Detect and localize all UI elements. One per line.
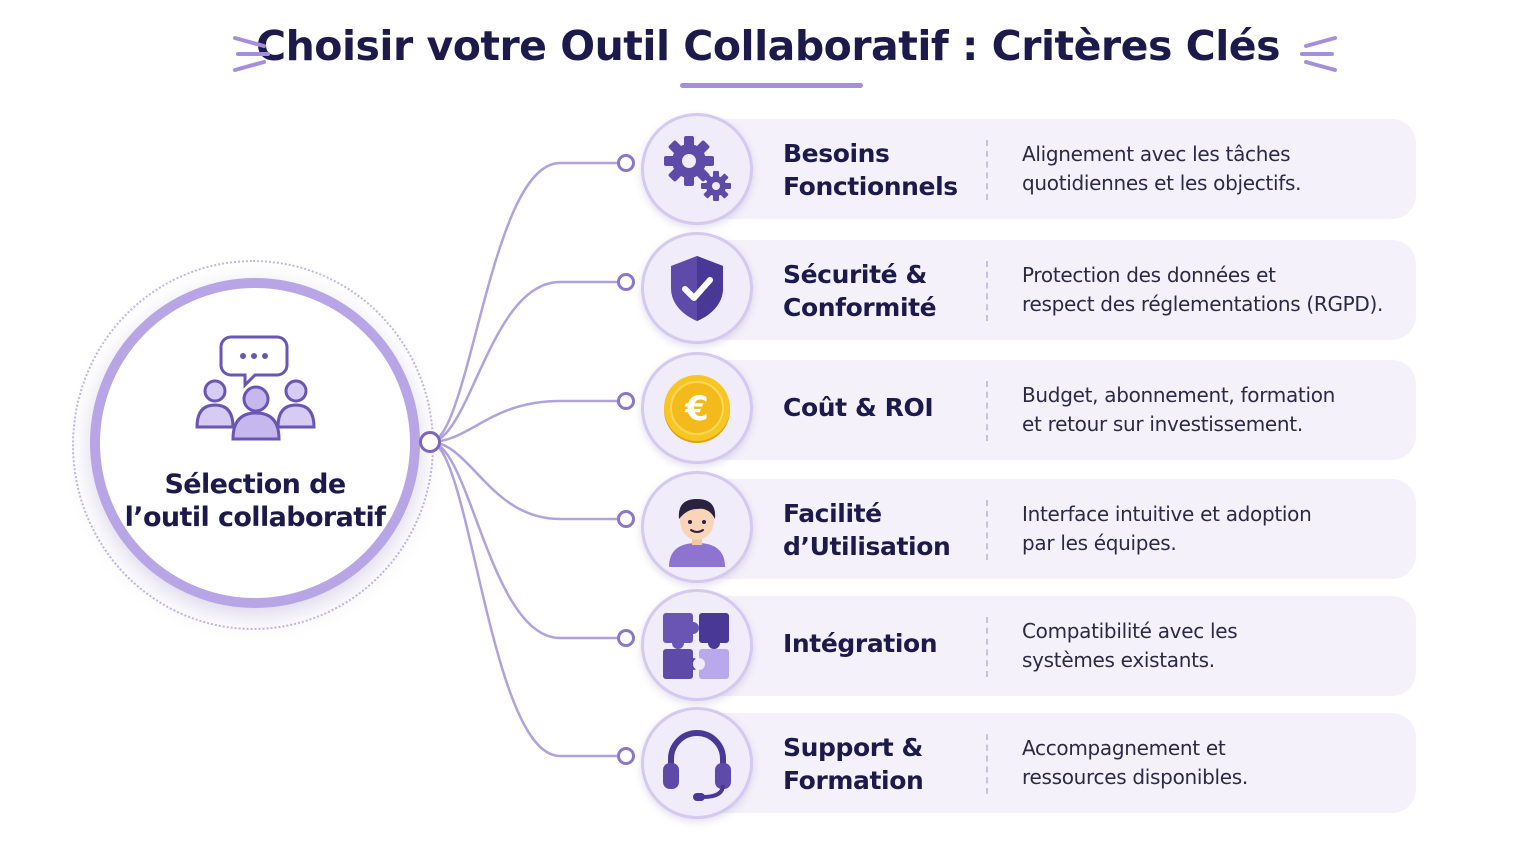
criterion-desc-line: Interface intuitive et adoption <box>1022 502 1312 526</box>
criterion-icon-circle: € <box>641 352 753 464</box>
criterion-desc-line: systèmes existants. <box>1022 648 1215 672</box>
criterion-label-line: d’Utilisation <box>783 532 951 561</box>
connector-dot <box>617 273 635 291</box>
criterion-label-line: Coût & ROI <box>783 393 934 422</box>
criterion-label-line: Support & <box>783 733 923 762</box>
criterion-desc-line: Compatibilité avec les <box>1022 619 1238 643</box>
hub-circle: Sélection de l’outil collaboratif <box>90 278 420 608</box>
criterion-desc-line: Protection des données et <box>1022 263 1276 287</box>
criterion-desc: Compatibilité avec les systèmes existant… <box>1022 617 1412 675</box>
card-divider <box>986 381 988 441</box>
hub-label: Sélection de l’outil collaboratif <box>100 468 410 534</box>
criterion-desc-line: respect des réglementations (RGPD). <box>1022 292 1384 316</box>
criterion-label-line: Besoins <box>783 139 890 168</box>
connector-dot <box>617 154 635 172</box>
team-chat-icon <box>195 335 316 441</box>
criterion-label: Intégration <box>783 627 983 660</box>
card-divider <box>986 734 988 794</box>
connector-line-5 <box>429 440 618 640</box>
criterion-desc: Interface intuitive et adoption par les … <box>1022 500 1412 558</box>
svg-text:€: € <box>684 389 709 429</box>
connector-dot <box>617 510 635 528</box>
gears-icon <box>664 136 731 201</box>
criterion-desc: Alignement avec les tâches quotidiennes … <box>1022 140 1412 198</box>
criterion-icon-circle <box>641 707 753 819</box>
connector-line-1 <box>429 161 618 444</box>
hub-label-line-2: l’outil collaboratif <box>124 502 386 533</box>
sparkle-left-icon <box>233 36 270 72</box>
criterion-desc: Budget, abonnement, formation et retour … <box>1022 381 1412 439</box>
criterion-desc-line: Alignement avec les tâches <box>1022 142 1291 166</box>
criterion-card-besoins: Besoins Fonctionnels Alignement avec les… <box>700 119 1416 219</box>
criterion-card-facilite: Facilité d’Utilisation Interface intuiti… <box>700 479 1416 579</box>
connector-line-6 <box>429 440 618 758</box>
headset-icon <box>663 730 731 801</box>
criterion-label-line: Intégration <box>783 629 938 658</box>
connector-line-4 <box>429 440 618 521</box>
criterion-desc-line: ressources disponibles. <box>1022 765 1248 789</box>
criterion-label-line: Facilité <box>783 499 882 528</box>
criterion-card-support: Support & Formation Accompagnement et re… <box>700 713 1416 813</box>
criterion-desc: Accompagnement et ressources disponibles… <box>1022 734 1412 792</box>
page-title: Choisir votre Outil Collaboratif : Critè… <box>256 22 1280 70</box>
puzzle-icon <box>663 613 729 679</box>
criterion-label: Sécurité & Conformité <box>783 258 983 324</box>
criterion-label: Coût & ROI <box>783 391 983 424</box>
user-avatar-icon <box>669 499 725 567</box>
sparkle-right-icon <box>1300 36 1337 72</box>
hub-connector-dot <box>419 431 441 453</box>
criterion-desc-line: et retour sur investissement. <box>1022 412 1303 436</box>
card-divider <box>986 500 988 560</box>
connector-line-2 <box>429 280 618 444</box>
euro-coin-icon: € <box>664 375 730 443</box>
criterion-label: Support & Formation <box>783 731 983 797</box>
criterion-label-line: Conformité <box>783 293 937 322</box>
criterion-desc: Protection des données et respect des ré… <box>1022 261 1412 319</box>
connector-dot <box>617 747 635 765</box>
connector-dot <box>617 629 635 647</box>
shield-check-icon <box>671 256 723 321</box>
card-divider <box>986 617 988 677</box>
connector-dot <box>617 392 635 410</box>
criterion-card-integration: Intégration Compatibilité avec les systè… <box>700 596 1416 696</box>
criterion-label-line: Formation <box>783 766 924 795</box>
criterion-label: Besoins Fonctionnels <box>783 137 983 203</box>
criterion-icon-circle <box>641 589 753 701</box>
title-underline <box>680 83 863 88</box>
criterion-label-line: Sécurité & <box>783 260 927 289</box>
criterion-label-line: Fonctionnels <box>783 172 958 201</box>
criterion-icon-circle <box>641 113 753 225</box>
criterion-desc-line: par les équipes. <box>1022 531 1177 555</box>
criterion-desc-line: Accompagnement et <box>1022 736 1226 760</box>
criterion-desc-line: quotidiennes et les objectifs. <box>1022 171 1302 195</box>
criterion-desc-line: Budget, abonnement, formation <box>1022 383 1336 407</box>
criterion-icon-circle <box>641 232 753 344</box>
connector-line-3 <box>429 399 618 444</box>
card-divider <box>986 140 988 200</box>
card-divider <box>986 261 988 321</box>
criterion-card-cout: Coût & ROI Budget, abonnement, formation… <box>700 360 1416 460</box>
criterion-label: Facilité d’Utilisation <box>783 497 983 563</box>
criterion-card-securite: Sécurité & Conformité Protection des don… <box>700 240 1416 340</box>
criterion-icon-circle <box>641 471 753 583</box>
hub-label-line-1: Sélection de <box>164 469 346 500</box>
